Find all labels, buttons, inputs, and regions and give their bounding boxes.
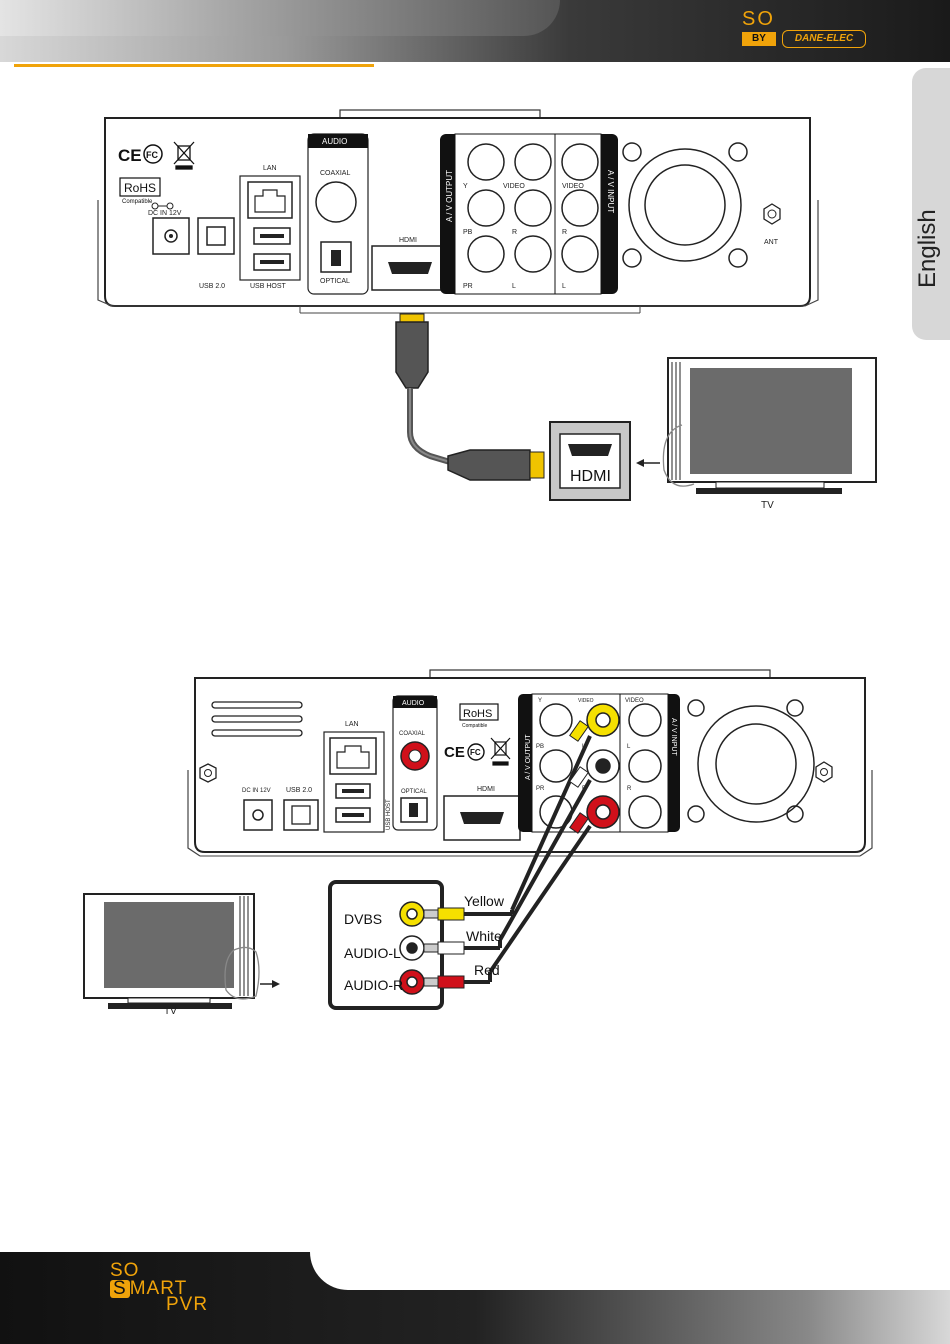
svg-text:USB HOST: USB HOST bbox=[386, 799, 392, 830]
input-label-dvbs: DVBS bbox=[344, 911, 383, 927]
coaxial-port bbox=[315, 181, 357, 223]
svg-text:RoHS: RoHS bbox=[463, 708, 492, 720]
arrow-icon bbox=[636, 459, 644, 467]
language-tab: English bbox=[912, 68, 950, 340]
svg-text:USB 2.0: USB 2.0 bbox=[199, 283, 225, 290]
svg-text:PR: PR bbox=[536, 786, 545, 792]
cable-label-white: White bbox=[466, 928, 502, 944]
svg-text:USB HOST: USB HOST bbox=[250, 283, 287, 290]
tv-label-1: TV bbox=[761, 500, 774, 511]
header-band-highlight bbox=[0, 0, 560, 36]
svg-text:PB: PB bbox=[536, 744, 544, 750]
svg-text:A / V INPUT: A / V INPUT bbox=[670, 718, 677, 756]
svg-text:HDMI: HDMI bbox=[399, 237, 417, 244]
svg-text:AUDIO: AUDIO bbox=[402, 700, 425, 707]
svg-text:FC: FC bbox=[146, 150, 158, 160]
svg-text:VIDEO: VIDEO bbox=[578, 698, 594, 704]
footer-logo-pvr: PVR bbox=[166, 1294, 209, 1315]
svg-text:LAN: LAN bbox=[263, 165, 277, 172]
composite-connection-diagram: DC IN 12V USB 2.0 LAN USB HOST AUDIO COA… bbox=[83, 669, 873, 1010]
svg-text:AUDIO: AUDIO bbox=[322, 137, 347, 146]
av-out-l bbox=[514, 235, 552, 273]
av-out-y bbox=[467, 143, 505, 181]
svg-text:VIDEO: VIDEO bbox=[625, 698, 644, 704]
rohs-badge bbox=[119, 177, 161, 197]
svg-text:L: L bbox=[512, 283, 516, 290]
svg-text:PB: PB bbox=[463, 229, 473, 236]
svg-text:A / V INPUT: A / V INPUT bbox=[606, 170, 615, 213]
brand-dane-elec: DANE-ELEC bbox=[782, 30, 866, 48]
svg-text:RoHS: RoHS bbox=[124, 181, 156, 195]
ant-connector bbox=[763, 203, 781, 225]
svg-text:L: L bbox=[562, 283, 566, 290]
svg-text:OPTICAL: OPTICAL bbox=[401, 789, 427, 795]
section-rule bbox=[14, 64, 374, 67]
svg-text:VIDEO: VIDEO bbox=[562, 183, 584, 190]
svg-text:OPTICAL: OPTICAL bbox=[320, 278, 350, 285]
svg-text:R: R bbox=[627, 786, 632, 792]
svg-text:R: R bbox=[562, 229, 567, 236]
svg-text:USB 2.0: USB 2.0 bbox=[286, 787, 312, 794]
svg-text:Y: Y bbox=[463, 183, 468, 190]
tv-icon-1 bbox=[662, 357, 877, 494]
svg-text:Y: Y bbox=[538, 698, 542, 704]
optical-port bbox=[320, 241, 352, 273]
svg-text:CE: CE bbox=[444, 744, 465, 761]
svg-text:Compatible: Compatible bbox=[122, 199, 153, 205]
cable-label-yellow: Yellow bbox=[464, 893, 504, 909]
svg-text:A / V OUTPUT: A / V OUTPUT bbox=[525, 734, 532, 780]
av-in-l bbox=[561, 235, 599, 273]
svg-text:PR: PR bbox=[463, 283, 473, 290]
footer-band-cutout bbox=[310, 1252, 950, 1290]
ce-mark: CE bbox=[118, 146, 142, 165]
hdmi-connection-diagram: CE FC RoHS Compatible DC IN 12V USB 2.0 … bbox=[97, 109, 877, 511]
fan-grille bbox=[622, 142, 748, 268]
hdmi-box-label: HDMI bbox=[570, 468, 611, 485]
svg-text:A / V OUTPUT: A / V OUTPUT bbox=[445, 170, 454, 222]
cable-label-red: Red bbox=[474, 962, 500, 978]
av-out-pr bbox=[467, 235, 505, 273]
av-in-video bbox=[561, 143, 599, 181]
svg-text:COAXIAL: COAXIAL bbox=[399, 731, 426, 737]
brand-by: BY bbox=[742, 32, 776, 46]
svg-text:HDMI: HDMI bbox=[477, 786, 495, 793]
svg-text:L: L bbox=[627, 744, 631, 750]
weee-bin-icon bbox=[173, 141, 195, 170]
footer-logo-mart: MART bbox=[129, 1278, 188, 1299]
svg-text:FC: FC bbox=[470, 748, 481, 757]
av-out-video bbox=[514, 143, 552, 181]
input-label-audio-l: AUDIO-L bbox=[344, 945, 401, 961]
tv-label-2: TV bbox=[164, 1006, 177, 1017]
footer-logo-s: S bbox=[110, 1279, 130, 1298]
av-out-r bbox=[514, 189, 552, 227]
svg-text:LAN: LAN bbox=[345, 721, 359, 728]
svg-text:Compatible: Compatible bbox=[462, 723, 488, 729]
av-out-pb bbox=[467, 189, 505, 227]
svg-text:COAXIAL: COAXIAL bbox=[320, 170, 350, 177]
brand-so: SO bbox=[742, 8, 775, 30]
tv-icon-2 bbox=[83, 893, 280, 1009]
input-label-audio-r: AUDIO-R bbox=[344, 977, 404, 993]
av-in-r bbox=[561, 189, 599, 227]
polarity-icon bbox=[151, 202, 174, 210]
svg-text:R: R bbox=[512, 229, 517, 236]
fc-mark-icon bbox=[143, 144, 163, 164]
svg-text:ANT: ANT bbox=[764, 239, 779, 246]
svg-text:DC IN 12V: DC IN 12V bbox=[242, 788, 271, 794]
dc-in-label: DC IN 12V bbox=[148, 210, 182, 217]
svg-text:VIDEO: VIDEO bbox=[503, 183, 525, 190]
footer-logo-so: SO bbox=[110, 1260, 140, 1281]
